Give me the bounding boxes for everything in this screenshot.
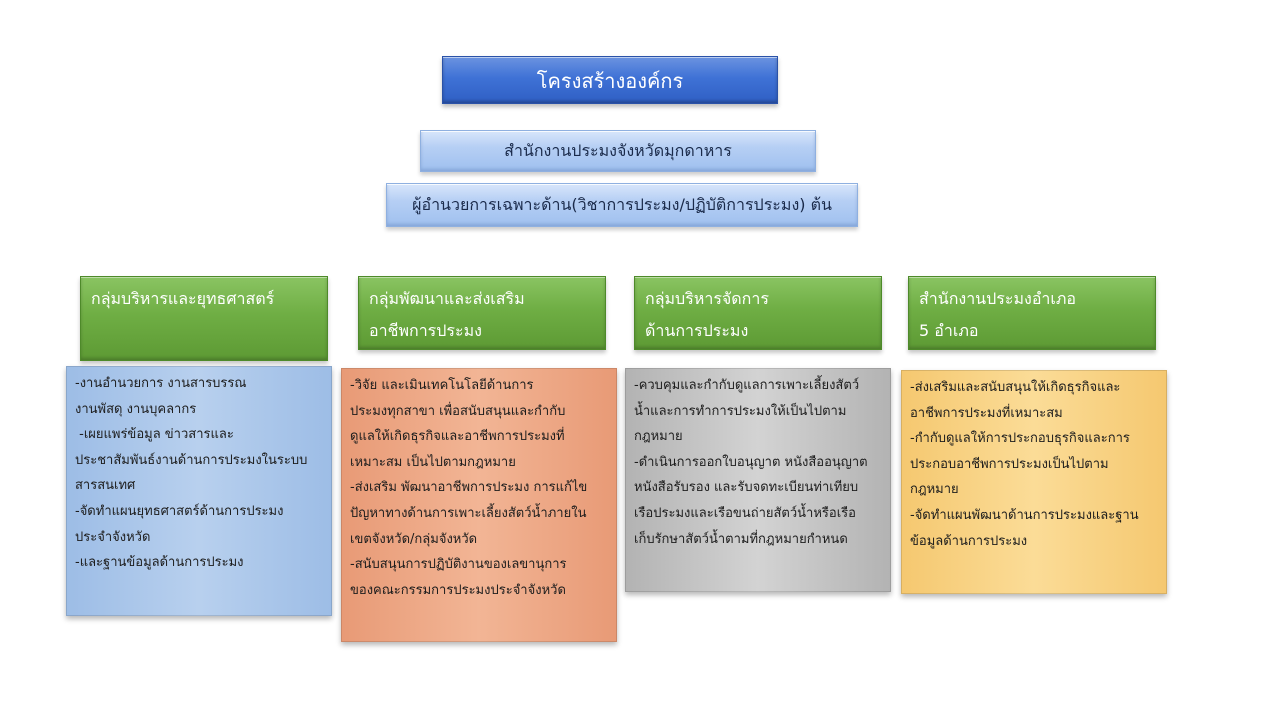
duty-line: -จัดทำแผนยุทธศาสตร์ด้านการประมง: [75, 503, 284, 519]
group-name-line: อาชีพการประมง: [369, 321, 482, 340]
duty-line: เหมาะสม เป็นไปตามกฎหมาย: [350, 454, 516, 470]
duty-line: ประจำจังหวัด: [75, 529, 151, 545]
org-chart-title: โครงสร้างองค์กร: [536, 69, 684, 93]
duties-panel-admin-strategy: -งานอำนวยการ งานสารบรรณ งานพัสดุ งานบุคล…: [66, 366, 332, 616]
group-name-line: ด้านการประมง: [645, 321, 749, 340]
group-name-line: 5 อำเภอ: [919, 321, 979, 340]
duty-line: เก็บรักษาสัตว์น้ำตามที่กฎหมายกำหนด: [634, 531, 848, 547]
duty-line: -สนับสนุนการปฏิบัติงานของเลขานุการ: [350, 557, 567, 573]
office-name: สำนักงานประมงจังหวัดมุกดาหาร: [504, 141, 732, 160]
group-name-line: กลุ่มพัฒนาและส่งเสริม: [369, 289, 525, 308]
duty-line: ประชาสัมพันธ์งานด้านการประมงในระบบ: [75, 452, 308, 468]
duty-line: ประมงทุกสาขา เพื่อสนับสนุนและกำกับ: [350, 403, 566, 419]
group-header-development-promotion: กลุ่มพัฒนาและส่งเสริม อาชีพการประมง: [358, 276, 606, 350]
duties-panel-development-promotion: -วิจัย และเมินเทคโนโลยีด้านการ ประมงทุกส…: [341, 368, 617, 642]
duties-panel-district-offices: -ส่งเสริมและสนับสนุนให้เกิดธุรกิจและ อาช…: [901, 370, 1167, 594]
duty-line: -วิจัย และเมินเทคโนโลยีด้านการ: [350, 378, 534, 393]
duty-line: ประกอบอาชีพการประมงเป็นไปตาม: [910, 456, 1109, 472]
duties-panel-fisheries-management: -ควบคุมและกำกับดูแลการเพาะเลี้ยงสัตว์ น้…: [625, 368, 891, 592]
duty-line: ดูแลให้เกิดธุรกิจและอาชีพการประมงที่: [350, 429, 565, 445]
duty-line: กฎหมาย: [910, 482, 959, 498]
duty-line: อาชีพการประมงที่เหมาะสม: [910, 405, 1063, 421]
duty-line: เรือประมงและเรือขนถ่ายสัตว์น้ำหรือเรือ: [634, 505, 856, 521]
office-box: สำนักงานประมงจังหวัดมุกดาหาร: [420, 130, 816, 172]
duty-line: งานพัสดุ งานบุคลากร: [75, 401, 197, 417]
duty-line: -งานอำนวยการ งานสารบรรณ: [75, 376, 247, 391]
duty-line: น้ำและการทำการประมงให้เป็นไปตาม: [634, 403, 847, 419]
duty-line: ข้อมูลด้านการประมง: [910, 533, 1028, 549]
director-box: ผู้อำนวยการเฉพาะด้าน(วิชาการประมง/ปฏิบัต…: [386, 183, 858, 227]
duty-line: -จัดทำแผนพัฒนาด้านการประมงและฐาน: [910, 507, 1139, 523]
duty-line: สารสนเทศ: [75, 478, 136, 494]
group-header-admin-strategy: กลุ่มบริหารและยุทธศาสตร์: [80, 276, 328, 361]
duty-line: ของคณะกรรมการประมงประจำจังหวัด: [350, 582, 566, 598]
duty-line: กฎหมาย: [634, 429, 683, 445]
group-name-line: กลุ่มบริหารและยุทธศาสตร์: [91, 289, 275, 308]
duty-line: หนังสือรับรอง และรับจดทะเบียนท่าเทียบ: [634, 480, 859, 496]
duty-line: -เผยแพร่ข้อมูล ข่าวสารและ: [75, 427, 234, 443]
duty-line: -กำกับดูแลให้การประกอบธุรกิจและการ: [910, 431, 1130, 447]
duty-line: -ควบคุมและกำกับดูแลการเพาะเลี้ยงสัตว์: [634, 378, 860, 393]
group-name-line: กลุ่มบริหารจัดการ: [645, 289, 769, 308]
duty-line: -ส่งเสริม พัฒนาอาชีพการประมง การแก้ไข: [350, 480, 588, 496]
director-title: ผู้อำนวยการเฉพาะด้าน(วิชาการประมง/ปฏิบัต…: [412, 195, 832, 214]
group-header-fisheries-management: กลุ่มบริหารจัดการ ด้านการประมง: [634, 276, 882, 350]
org-chart-title-box: โครงสร้างองค์กร: [442, 56, 778, 104]
group-header-district-offices: สำนักงานประมงอำเภอ 5 อำเภอ: [908, 276, 1156, 350]
duty-line: -ส่งเสริมและสนับสนุนให้เกิดธุรกิจและ: [910, 380, 1121, 395]
duty-line: ปัญหาทางด้านการเพาะเลี้ยงสัตว์น้ำภายใน: [350, 505, 587, 521]
group-name-line: สำนักงานประมงอำเภอ: [919, 289, 1077, 308]
duty-line: -ดำเนินการออกใบอนุญาต หนังสืออนุญาต: [634, 454, 868, 470]
duty-line: เขตจังหวัด/กลุ่มจังหวัด: [350, 531, 478, 547]
duty-line: -และฐานข้อมูลด้านการประมง: [75, 555, 244, 571]
